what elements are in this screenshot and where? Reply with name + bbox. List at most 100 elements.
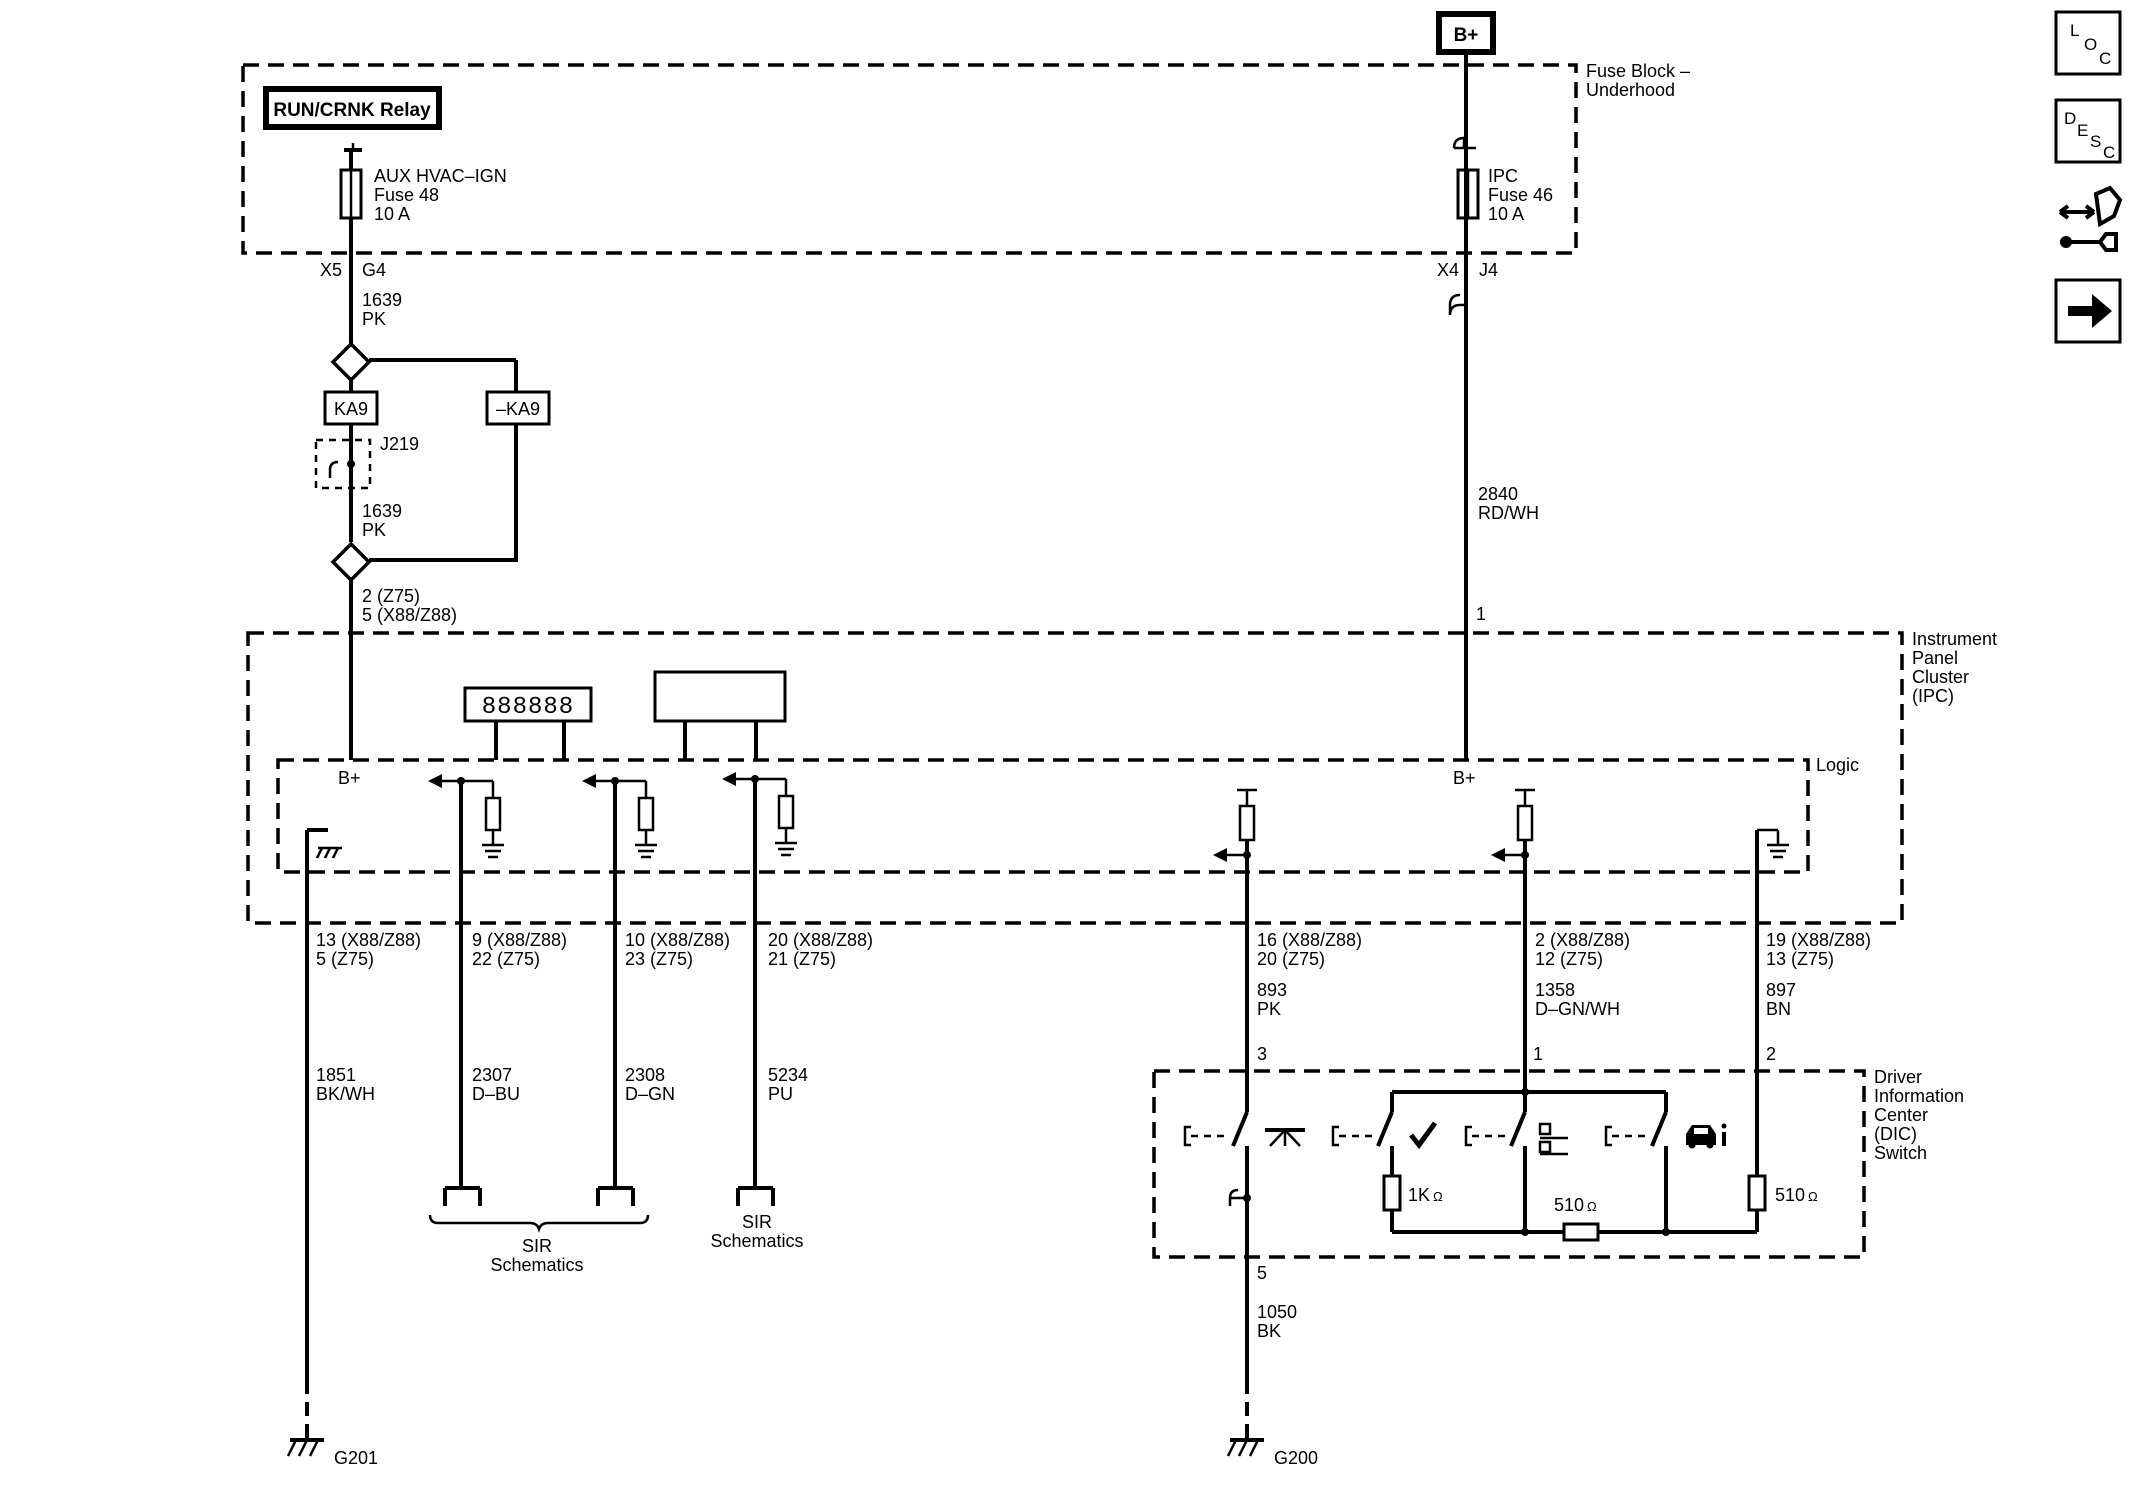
wire-893-color: PK xyxy=(1257,999,1281,1019)
wire-1050-color: BK xyxy=(1257,1321,1281,1341)
wire-1358-color: D–GN/WH xyxy=(1535,999,1620,1019)
dic-title-5: Switch xyxy=(1874,1143,1927,1163)
option-ka9-label: KA9 xyxy=(334,399,368,419)
dic-resistor-510-mid-unit: Ω xyxy=(1587,1199,1597,1214)
ground-g200: G200 xyxy=(1226,1438,1318,1468)
sir-left-line2: Schematics xyxy=(490,1255,583,1275)
dic-trip-icon xyxy=(1265,1128,1305,1147)
ipc-input-2308 xyxy=(582,774,657,923)
wire-1851-color: BK/WH xyxy=(316,1084,375,1104)
ipc-title-4: (IPC) xyxy=(1912,686,1954,706)
run-crnk-relay-box xyxy=(263,86,442,130)
dic-resistor-1k-value: 1K xyxy=(1408,1185,1430,1205)
desc-letter-c: C xyxy=(2103,143,2115,162)
ipc-bplus-pin-1: 2 (Z75) xyxy=(362,586,420,606)
dic-resistor-510-right-unit: Ω xyxy=(1808,1189,1818,1204)
ipc-pin-1851-1: 13 (X88/Z88) xyxy=(316,930,421,950)
ipc-bplus-pin-2: 5 (X88/Z88) xyxy=(362,605,457,625)
ipc-pin-5234-2: 21 (Z75) xyxy=(768,949,836,969)
ipc-logic-border xyxy=(276,758,1810,874)
dic-pin-3: 3 xyxy=(1257,1044,1267,1064)
ipc-pullup-893 xyxy=(1213,788,1257,923)
ipc-pin-2307-2: 22 (Z75) xyxy=(472,949,540,969)
ipc-title-3: Cluster xyxy=(1912,667,1969,687)
ipc-message-display xyxy=(653,670,787,723)
fuse-block-underhood: Fuse Block – Underhood RUN/CRNK Relay AU… xyxy=(241,61,1690,280)
ipc-pin-1851-2: 5 (Z75) xyxy=(316,949,374,969)
wire-1639-bot-circuit: 1639 xyxy=(362,501,402,521)
fuse-block-title-2: Underhood xyxy=(1586,80,1675,100)
dic-border xyxy=(1152,1069,1866,1259)
wire-2307-circuit: 2307 xyxy=(472,1065,512,1085)
wire-2308-color: D–GN xyxy=(625,1084,675,1104)
dic-vehicle-info-icon xyxy=(1686,1123,1727,1149)
ipc-segment-display xyxy=(463,686,593,723)
fuse-46-line3: 10 A xyxy=(1488,204,1524,224)
wire-2840-color: RD/WH xyxy=(1478,503,1539,523)
loc-letter-l: L xyxy=(2070,21,2079,40)
ipc-input-5234 xyxy=(722,772,797,923)
fuse-block-border xyxy=(241,63,1578,255)
ipc-pin-2308-1: 10 (X88/Z88) xyxy=(625,930,730,950)
dic-resistor-510-right-value: 510 xyxy=(1775,1185,1805,1205)
wire-1050-circuit: 1050 xyxy=(1257,1302,1297,1322)
ipc-pin-893-1: 16 (X88/Z88) xyxy=(1257,930,1362,950)
wire-893-circuit: 893 xyxy=(1257,980,1287,1000)
ipc-pin-897-2: 13 (Z75) xyxy=(1766,949,1834,969)
location-icon[interactable]: L O C xyxy=(2054,10,2122,76)
wire-1639-top-circuit: 1639 xyxy=(362,290,402,310)
desc-letter-e: E xyxy=(2077,121,2088,140)
loc-letter-c: C xyxy=(2099,49,2111,68)
ipc-bplus-right: B+ xyxy=(1453,768,1476,788)
sir-left-line1: SIR xyxy=(522,1236,552,1256)
dic-resistor-1k-unit: Ω xyxy=(1433,1189,1443,1204)
fuse-48-line2: Fuse 48 xyxy=(374,185,439,205)
loc-letter-o: O xyxy=(2084,35,2097,54)
connector-repair-icon[interactable] xyxy=(2058,185,2123,252)
dic-title-4: (DIC) xyxy=(1874,1124,1917,1144)
ipc-input-2307 xyxy=(428,774,504,923)
splice-j219-box xyxy=(314,438,372,490)
wire-1639-top-color: PK xyxy=(362,309,386,329)
fuse-48-connector: X5 xyxy=(320,260,342,280)
next-arrow-icon[interactable] xyxy=(2054,278,2122,344)
dic-resistor-1k xyxy=(1382,1174,1402,1212)
ipc-ground-897 xyxy=(1755,828,1789,923)
dic-pin-1: 1 xyxy=(1533,1044,1543,1064)
lower-wires: 1851 BK/WH 2307 D–BU 2308 D–GN SIR Schem… xyxy=(305,923,1796,1440)
ipc-pullup-1358 xyxy=(1491,788,1535,923)
dic-pin-2: 2 xyxy=(1766,1044,1776,1064)
description-icon[interactable]: D E S C xyxy=(2054,98,2122,164)
run-crnk-relay-label: RUN/CRNK Relay xyxy=(273,100,431,121)
wire-2840-circuit: 2840 xyxy=(1478,484,1518,504)
sir-left-brace xyxy=(428,1214,650,1233)
ipc-pin-2308-2: 23 (Z75) xyxy=(625,949,693,969)
dic-switch-vehicle-info xyxy=(1650,1111,1668,1147)
ground-g200-label: G200 xyxy=(1274,1448,1318,1468)
dic-switch-menu xyxy=(1509,1111,1527,1147)
ground-g201: G201 xyxy=(286,1438,378,1468)
circuit-2840: 2840 RD/WH 1 xyxy=(1448,52,1539,760)
instrument-panel-cluster: Instrument Panel Cluster (IPC) Logic B+ … xyxy=(246,629,1997,969)
dic-resistor-510-mid xyxy=(1562,1222,1600,1242)
fuse-block-connector-symbol xyxy=(1448,293,1466,316)
dic-title-3: Center xyxy=(1874,1105,1928,1125)
sidebar: L O C D E S C xyxy=(2054,10,2123,344)
dic-pin-5: 5 xyxy=(1257,1263,1267,1283)
fuse-46-connector-symbol xyxy=(1452,136,1466,149)
dic-title-2: Information xyxy=(1874,1086,1964,1106)
ipc-title-1: Instrument xyxy=(1912,629,1997,649)
wire-897-color: BN xyxy=(1766,999,1791,1019)
fuse-46-pin: J4 xyxy=(1479,260,1498,280)
desc-letter-s: S xyxy=(2090,132,2101,151)
option-not-ka9-label: –KA9 xyxy=(496,399,540,419)
fuse-48-pin: G4 xyxy=(362,260,386,280)
sir-right-line1: SIR xyxy=(742,1212,772,1232)
dic-switch-1 xyxy=(1231,1111,1249,1147)
wire-5234-circuit: 5234 xyxy=(768,1065,808,1085)
sir-right-line2: Schematics xyxy=(710,1231,803,1251)
dic-resistor-510-right xyxy=(1747,1174,1767,1212)
